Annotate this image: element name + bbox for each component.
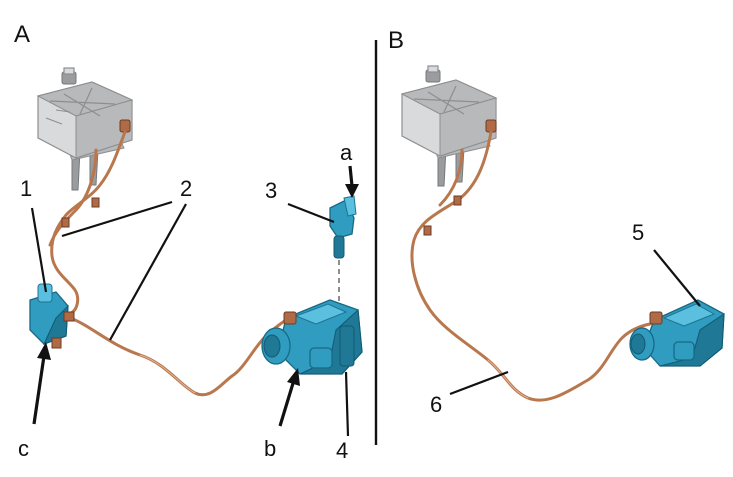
small-valve-component <box>29 283 75 349</box>
callout-3: 3 <box>265 178 277 203</box>
leader-2b <box>109 203 187 341</box>
callout-1: 1 <box>20 176 32 201</box>
callout-4: 4 <box>336 438 348 463</box>
expansion-reservoir-a <box>36 67 134 191</box>
hose-clip-a2 <box>61 217 70 228</box>
callout-2: 2 <box>180 176 192 201</box>
leader-6 <box>449 370 509 396</box>
callout-a: a <box>340 140 353 165</box>
arrow-a <box>345 165 359 198</box>
leader-3 <box>287 202 335 224</box>
callout-6: 6 <box>430 392 442 417</box>
arrow-b <box>278 368 300 427</box>
thermostat-housing-b <box>629 299 725 367</box>
leader-4 <box>344 371 350 437</box>
callout-b: b <box>264 436 276 461</box>
sensor-component <box>329 195 357 312</box>
panel-label-b: B <box>388 27 404 54</box>
callout-5: 5 <box>632 220 644 245</box>
arrow-c <box>32 342 51 425</box>
leader-1 <box>30 207 48 293</box>
thermostat-housing <box>261 299 363 375</box>
callout-c: c <box>18 436 29 461</box>
reservoir-outlet-fitting-b <box>485 119 497 133</box>
panel-b: 5 6 <box>400 65 725 417</box>
hose-clip-b2 <box>423 225 432 236</box>
leader-5 <box>653 249 701 307</box>
reservoir-outlet-fitting-a <box>119 119 131 133</box>
panel-a: 1 2 3 a b 4 c <box>18 67 363 463</box>
leader-2a <box>61 200 173 238</box>
hose-clip-a1 <box>91 197 100 208</box>
hose-clip-b1 <box>453 195 462 206</box>
panel-label-a: A <box>14 21 30 48</box>
